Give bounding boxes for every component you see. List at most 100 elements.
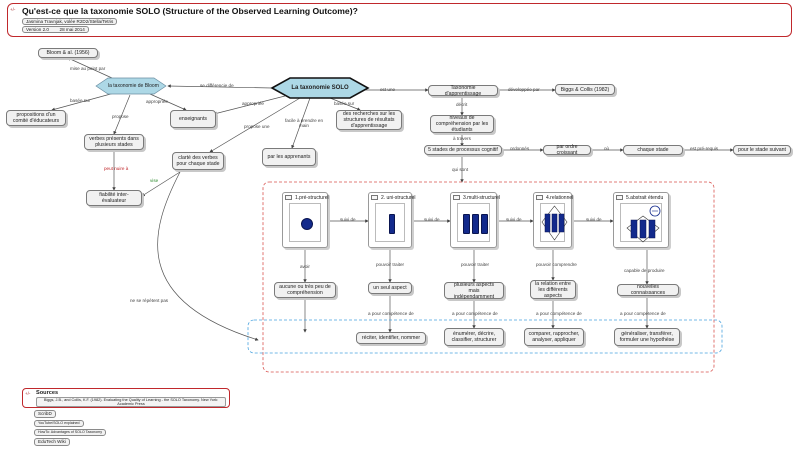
label-propose-une: propose une [244, 124, 270, 129]
taxonomie-apprentissage-node[interactable]: Taxonomie d'apprentissage [428, 85, 498, 97]
label-facile-text: facile à prendre en main [284, 118, 324, 129]
stage-panel-4[interactable]: 4.relationnel [533, 192, 574, 248]
niveaux-node[interactable]: niveaux de compréhension par les étudian… [430, 115, 494, 133]
sources-reference: Biggs, J.B., and Collis, K.F. (1982). Ev… [36, 397, 226, 407]
stage-panel-2[interactable]: 2. uni-structurel [368, 192, 416, 248]
suivant-node[interactable]: pour le stade suivant [733, 145, 791, 155]
dot-shape [301, 218, 313, 230]
sources-reference-text: Biggs, J.B., and Collis, K.F. (1982). Ev… [43, 398, 219, 407]
label-mise-au-point: mise au point par [70, 66, 106, 71]
stades-node[interactable]: 5 stades de processus cognitif [424, 145, 502, 155]
image-icon [616, 195, 623, 200]
image-icon [285, 195, 292, 200]
stage-title-3: 3.multi-structurel [463, 195, 500, 201]
propositions-node[interactable]: propositions d'un comité d'éducateurs [6, 110, 66, 126]
solo-node[interactable]: La taxonomie SOLO [291, 85, 349, 91]
label-decrit: décrit [456, 102, 468, 107]
stage-title-2: 2. uni-structurel [381, 195, 416, 201]
nouvelles-connaissances-node[interactable]: nouvelles connaissances [617, 284, 679, 296]
label-ordonnes: ordonnés [510, 146, 530, 151]
label-competence-3: a pour compétence de [536, 311, 582, 316]
label-a-travers: à travers [453, 136, 471, 141]
biggs-node[interactable]: Biggs & Collis (1982) [555, 84, 615, 95]
verbes-node[interactable]: verbes présents dans plusieurs stades [84, 134, 144, 150]
aucune-node[interactable]: aucune ou très peu de compréhension [274, 282, 336, 298]
bar-shape [389, 214, 395, 234]
version-chip: Version 2.0 28 mai 2014 [22, 26, 89, 33]
generaliser-node[interactable]: généraliser, transférer, formuler une hy… [614, 328, 680, 346]
label-basee-sur-1: basée sur [70, 98, 91, 103]
source-link-scribd[interactable]: ScribD [34, 410, 56, 418]
label-pouvoir-comprendre: pouvoir comprendre [536, 262, 577, 267]
ordre-node[interactable]: par ordre croissant [543, 144, 591, 156]
label-appropriee-1: appropriée [146, 99, 168, 104]
stage-title-1: 1.pré-structurel [295, 195, 329, 201]
date-label: 28 mai 2014 [59, 27, 85, 32]
header-frame [7, 3, 792, 37]
label-qui-sont: qui sont [452, 167, 469, 172]
extended-abstract-shape [626, 205, 661, 243]
label-ne-se-repetent: ne se répètent pas [130, 298, 169, 303]
label-competence-1: a pour compétence de [368, 311, 414, 316]
source-link-howto[interactable]: HowTo: Advantages of SOLO Taxonomy [34, 429, 107, 436]
stage-title-5: 5.abstrait étendu [626, 195, 664, 201]
reciter-node[interactable]: réciter, identifier, nommer [356, 332, 426, 344]
enseignants-node[interactable]: enseignants [170, 110, 216, 128]
page-title: Qu'est-ce que la taxonomie SOLO (Structu… [22, 6, 358, 16]
label-basee-sur-2: basée sur [334, 101, 355, 106]
label-facile: facile à prendre en main [284, 118, 324, 129]
label-competence-2: a pour compétence de [452, 311, 498, 316]
label-suivi-4: suivi de [586, 217, 602, 222]
label-suivi-3: suivi de [506, 217, 522, 222]
seul-aspect-node[interactable]: un seul aspect [368, 282, 412, 294]
image-icon [536, 195, 543, 200]
author-chip: Jasmina Travnjak, volée R2D2/Stella/Tetr… [22, 18, 118, 25]
relational-shape [541, 205, 568, 241]
bar-shape [463, 214, 470, 234]
bar-shape [472, 214, 479, 234]
label-suivi-2: suivi de [424, 217, 440, 222]
relation-node[interactable]: la relation entre les différents aspects [530, 280, 576, 299]
enumerer-node[interactable]: énumérer, décrire, classifier, structure… [444, 328, 504, 346]
clarte-node[interactable]: clarté des verbes pour chaque stade [172, 152, 224, 170]
bloom-node[interactable]: Bloom & al. (1956) [38, 48, 98, 58]
image-icon [453, 195, 460, 200]
label-se-differencie: se différencie de [200, 83, 234, 88]
stage-panel-1[interactable]: 1.pré-structurel [282, 192, 329, 248]
source-link-youtube[interactable]: YouTube/SOLO explained [34, 420, 84, 427]
stage-image-1 [289, 203, 321, 242]
label-suivi-1: suivi de [340, 217, 356, 222]
bar-shape [481, 214, 488, 234]
recherches-node[interactable]: des recherches sur les structures de rés… [336, 110, 402, 130]
image-icon [371, 195, 378, 200]
label-avoir: avoir [300, 264, 310, 269]
comparer-node[interactable]: comparer, rapprocher, analyser, applique… [524, 328, 584, 346]
sources-frame [22, 388, 230, 408]
source-link-edutech[interactable]: EduTech Wiki [34, 438, 70, 446]
label-est-une: est une [380, 87, 396, 92]
stage-panel-5[interactable]: 5.abstrait étendu [613, 192, 669, 248]
stage-panel-3[interactable]: 3.multi-structurel [450, 192, 500, 248]
stage-title-4: 4.relationnel [546, 195, 574, 201]
fiabilite-node[interactable]: fiabilité inter-évaluateur [86, 190, 142, 206]
label-vise: vise [150, 178, 159, 183]
label-ou: où [604, 146, 610, 151]
label-competence-4: a pour compétence de [620, 311, 666, 316]
label-propose-1: propose [112, 114, 129, 119]
sources-toggle[interactable]: +/- [25, 391, 31, 396]
header-toggle[interactable]: +/- [10, 7, 16, 12]
stage-image-3 [457, 203, 490, 242]
label-capable: capable de produire [624, 268, 665, 273]
label-pouvoir-traiter-2: pouvoir traiter [461, 262, 490, 267]
label-est-prereq: est pré-requis [690, 146, 719, 151]
chaque-stade-node[interactable]: chaque stade [623, 145, 683, 155]
label-developpee: développée par [508, 87, 540, 92]
bloom-taxonomy-node[interactable]: la taxonomie de Bloom [108, 83, 159, 89]
label-pouvoir-traiter-1: pouvoir traiter [376, 262, 405, 267]
plusieurs-aspects-node[interactable]: plusieurs aspects mais indépendamment [444, 282, 504, 300]
version-label: Version 2.0 [26, 27, 49, 32]
apprenants-node[interactable]: par les apprenants [262, 148, 316, 166]
stage-image-2 [375, 203, 405, 242]
label-peut-nuire: peut nuire à [104, 166, 129, 171]
